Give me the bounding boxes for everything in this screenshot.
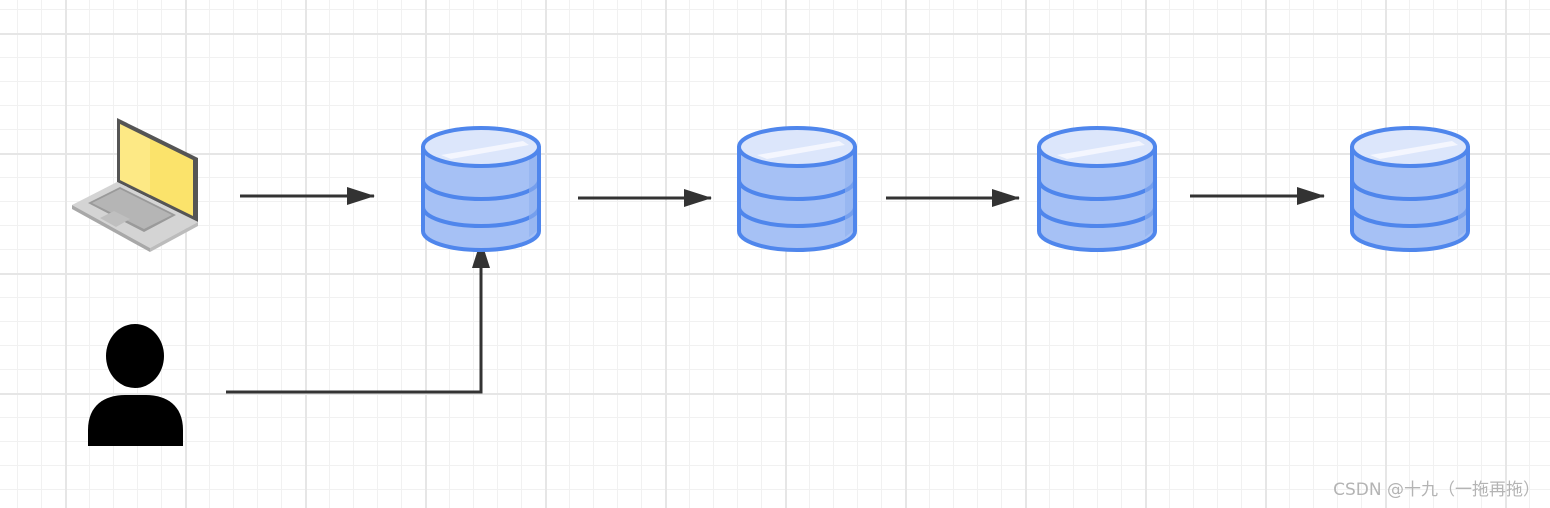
arrow-user-to-db1: [226, 240, 490, 394]
edges: [226, 187, 1325, 394]
database-icon-db3: [1037, 126, 1157, 252]
laptop-icon: [72, 118, 198, 252]
databases: [421, 126, 1470, 252]
watermark: CSDN @十九（一拖再拖）: [1333, 480, 1540, 500]
database-icon-db2: [737, 126, 857, 252]
user-icon: [88, 324, 183, 446]
database-icon-db1: [421, 126, 541, 252]
database-icon-db4: [1350, 126, 1470, 252]
